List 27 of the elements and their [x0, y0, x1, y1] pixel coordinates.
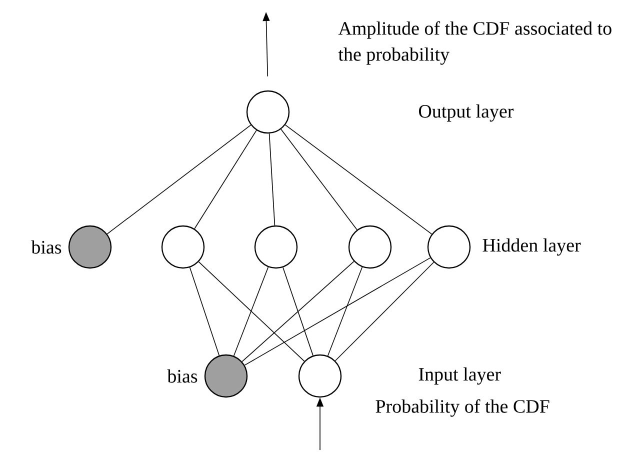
connection-line: [106, 124, 252, 234]
connection-line: [233, 266, 269, 356]
neuron-circle: [298, 354, 342, 398]
connection-line: [244, 257, 431, 366]
layer-label: Probability of the CDF: [376, 399, 550, 417]
connection-line: [334, 262, 434, 362]
connection-line: [282, 267, 314, 356]
connection-line: [284, 124, 432, 234]
connection-line: [327, 266, 363, 356]
layer-label: Output layer: [419, 104, 514, 122]
neuron-circle: [254, 225, 298, 269]
connection-line: [242, 261, 354, 362]
neuron-circle: [348, 225, 392, 269]
connection-line: [194, 130, 257, 230]
bias-label: bias: [31, 240, 62, 254]
connection-line: [268, 133, 276, 226]
connection-line: [189, 267, 220, 356]
connection-line: [198, 261, 305, 362]
connection-line: [280, 128, 358, 230]
bias-label: bias: [167, 369, 198, 383]
layer-label: Input layer: [418, 367, 501, 385]
bias-node: [204, 354, 248, 398]
neuron-circle: [161, 225, 205, 269]
bias-node: [68, 225, 112, 269]
layer-label: Amplitude of the CDF associated to the probability: [338, 21, 612, 65]
neuron-circle: [427, 225, 471, 269]
neuron-circle: [246, 90, 290, 134]
